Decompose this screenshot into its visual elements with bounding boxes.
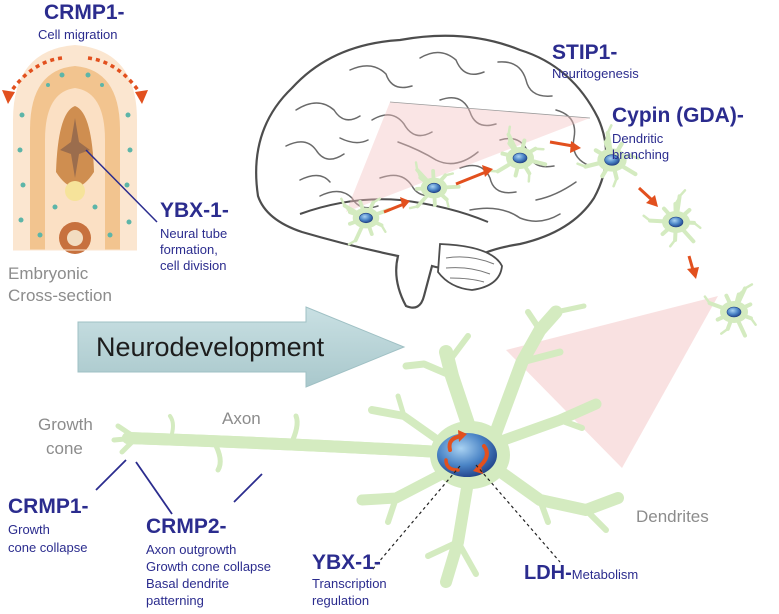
arrow-icon	[687, 267, 699, 279]
large-neuron	[111, 303, 624, 588]
crmp2-desc-3: Basal dendrite	[146, 576, 230, 591]
ldh-label: LDH-Metabolism	[524, 562, 638, 585]
neuron-icon	[576, 124, 640, 188]
embryo-cross-section	[2, 45, 158, 254]
embryonic-label: Embryonic	[8, 264, 89, 283]
cone-label: cone	[46, 439, 83, 458]
arrow-icon	[2, 90, 15, 104]
pointer-line	[371, 465, 461, 571]
neuron-icon	[703, 283, 757, 338]
arrow-icon	[646, 195, 658, 207]
crmp1-growth-cone-title: CRMP1-	[8, 495, 89, 518]
stip1-desc: Neuritogenesis	[552, 66, 639, 81]
pointer-line	[135, 461, 173, 515]
ybx1-neural-tube-desc-3: cell division	[160, 258, 227, 273]
stip1-title: STIP1-	[552, 41, 618, 64]
neuron-icon	[488, 125, 548, 183]
arrow-icon	[400, 197, 410, 209]
ldh-desc: Metabolism	[571, 567, 639, 582]
brain-illustration	[255, 34, 608, 309]
ybx1-neural-tube-title: YBX-1-	[160, 199, 229, 222]
neuron-icon	[340, 197, 392, 246]
crmp1-migration-desc: Cell migration	[38, 27, 118, 42]
neuron-icon	[642, 189, 702, 248]
crmp1-migration-title: CRMP1-	[44, 1, 125, 24]
banner-arrow	[77, 306, 406, 388]
ybx1-neural-tube-desc-1: Neural tube	[160, 226, 228, 241]
arrow-icon	[482, 165, 493, 177]
crmp2-desc-1: Axon outgrowth	[146, 542, 237, 557]
pointer-line	[95, 459, 127, 491]
crmp1-growth-cone-desc-1: Growth	[8, 522, 50, 537]
neurodevelopment-banner-label: Neurodevelopment	[96, 332, 325, 362]
neuron-icon	[408, 161, 461, 210]
ldh-title: LDH-	[524, 562, 572, 584]
arrow-icon	[135, 90, 148, 104]
ybx1-transcription-title: YBX-1-	[312, 551, 381, 574]
ybx1-transcription-desc-1: Transcription	[312, 576, 387, 591]
arrow-icon	[570, 141, 581, 153]
cross-section-label: Cross-section	[8, 286, 112, 305]
pointer-line	[233, 473, 263, 503]
ybx1-neural-tube-desc-2: formation,	[160, 242, 218, 257]
cypin-desc-1: Dendritic	[612, 131, 664, 146]
dendrites-label: Dendrites	[636, 507, 709, 526]
cypin-desc-2: branching	[612, 147, 670, 162]
crmp1-growth-cone-desc-2: cone collapse	[8, 540, 88, 555]
ybx1-transcription-desc-2: regulation	[312, 593, 370, 608]
growth-label: Growth	[38, 415, 93, 434]
crmp2-desc-4: patterning	[146, 593, 204, 608]
cypin-title: Cypin (GDA)-	[612, 104, 744, 127]
crmp2-title: CRMP2-	[146, 515, 227, 538]
axon-label: Axon	[222, 409, 261, 428]
crmp2-desc-2: Growth cone collapse	[146, 559, 272, 574]
